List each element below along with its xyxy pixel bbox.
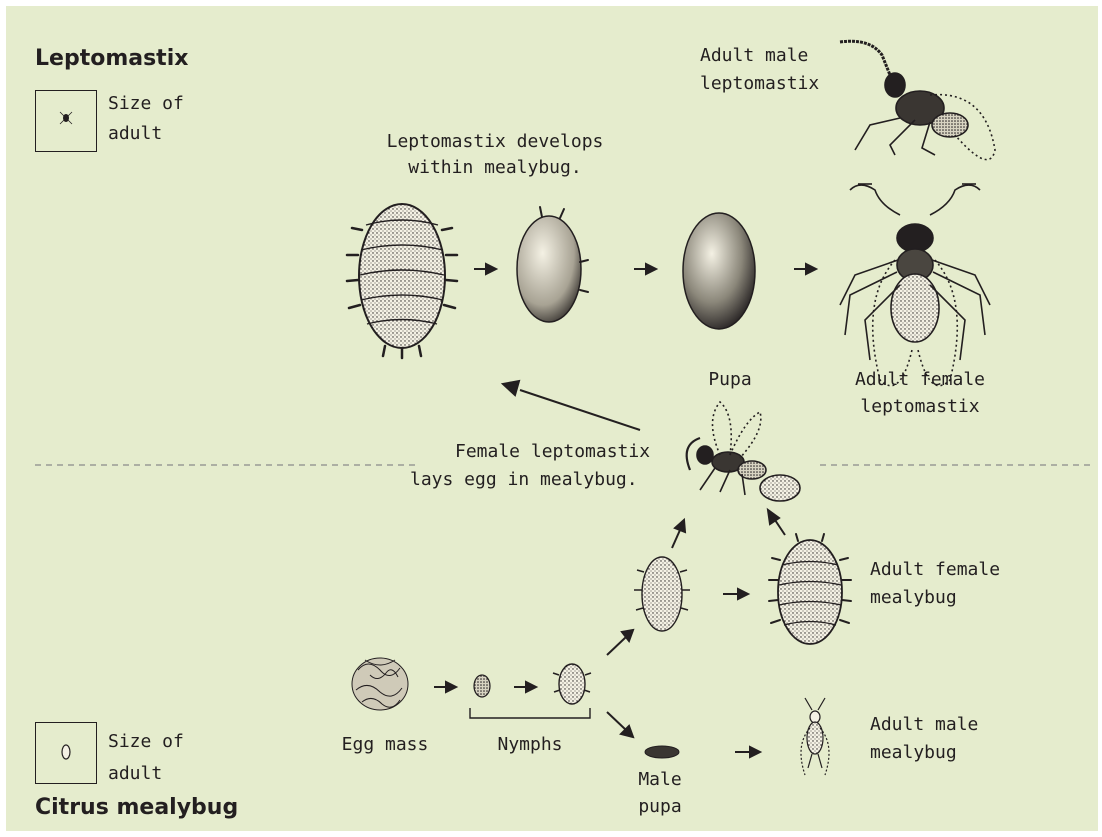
adult-female-mealybug-drawing xyxy=(769,534,851,644)
pupa-drawing xyxy=(683,213,755,329)
arrow-top-2 xyxy=(634,264,656,274)
arrow-male-pupa-to-adult xyxy=(735,747,760,757)
arrow-egg-mass xyxy=(434,682,456,692)
female-leptomastix-laying-drawing xyxy=(687,402,800,501)
adult-male-mealybug-drawing xyxy=(801,698,829,775)
arrow-to-third-nymph xyxy=(607,630,633,655)
arrow-nymph-to-laying xyxy=(672,520,685,548)
mummy-stage-drawing xyxy=(517,207,588,322)
adult-male-leptomastix-drawing xyxy=(840,41,995,159)
egg-mass-drawing xyxy=(352,658,408,710)
arrow-to-male-pupa xyxy=(607,712,633,737)
second-nymph-drawing xyxy=(553,664,591,704)
arrow-female-to-laying xyxy=(768,510,785,535)
first-nymph-drawing xyxy=(474,675,490,697)
arrow-third-to-female xyxy=(723,589,748,599)
arrows xyxy=(434,264,816,757)
tiny-mealybug-icon xyxy=(62,745,70,759)
nymphs-bracket xyxy=(470,708,590,718)
tiny-leptomastix-icon xyxy=(60,112,72,124)
arrow-nymph-1 xyxy=(514,682,536,692)
arrow-top-1 xyxy=(474,264,496,274)
arrow-lays-egg xyxy=(503,381,640,430)
parasitized-mealybug-drawing xyxy=(347,204,457,358)
male-pupa-drawing xyxy=(645,746,679,758)
adult-female-leptomastix-drawing xyxy=(840,184,990,386)
arrow-top-3 xyxy=(794,264,816,274)
third-nymph-drawing xyxy=(634,557,690,631)
